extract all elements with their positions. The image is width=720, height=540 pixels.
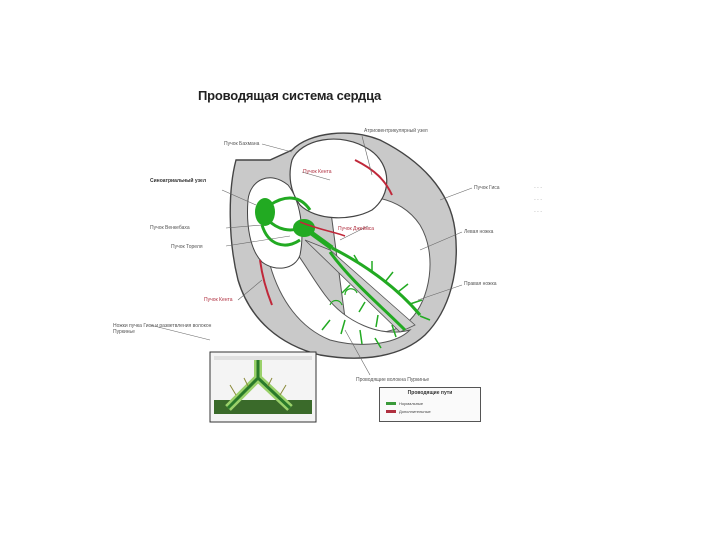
label-his-bundle: Пучок Гиса: [474, 185, 500, 191]
label-av-node: Атриовентрикулярный узел: [364, 128, 434, 134]
label-james: Пучок Джеймса: [338, 226, 374, 232]
left-atrium: [290, 139, 387, 218]
label-sa-node: Синоатриальный узел: [150, 178, 218, 184]
legend-label-normal: Нормальные: [399, 401, 423, 406]
label-kent-lower: Пучок Кента: [204, 297, 233, 303]
inset-header: [214, 356, 312, 360]
legend-item-accessory: Дополнительные: [386, 409, 431, 414]
label-right-branch: Правая ножка: [464, 281, 497, 287]
label-purkinje: Проводящие волокна Пуркинье: [356, 377, 429, 383]
label-bachmann: Пучок Бахмана: [224, 141, 259, 147]
page-title: Проводящая система сердца: [198, 88, 381, 103]
legend-swatch-normal: [386, 402, 396, 405]
legend-label-accessory: Дополнительные: [399, 409, 431, 414]
legend-swatch-accessory: [386, 410, 396, 413]
label-thorel: Пучок Тореля: [171, 244, 203, 250]
label-left-branch: Левая ножка: [464, 229, 493, 235]
label-inset-caption: Ножки пучка Гиса и разветвления волокон …: [113, 323, 221, 335]
side-vertical-text: · · · · · · · · ·: [534, 182, 542, 218]
label-kent-upper: Пучок Кента: [303, 169, 332, 175]
legend: Проводящие пути Нормальные Дополнительны…: [379, 387, 481, 422]
legend-item-normal: Нормальные: [386, 401, 423, 406]
legend-title: Проводящие пути: [380, 390, 480, 396]
label-wenckebach: Пучок Венкебаха: [150, 225, 190, 231]
